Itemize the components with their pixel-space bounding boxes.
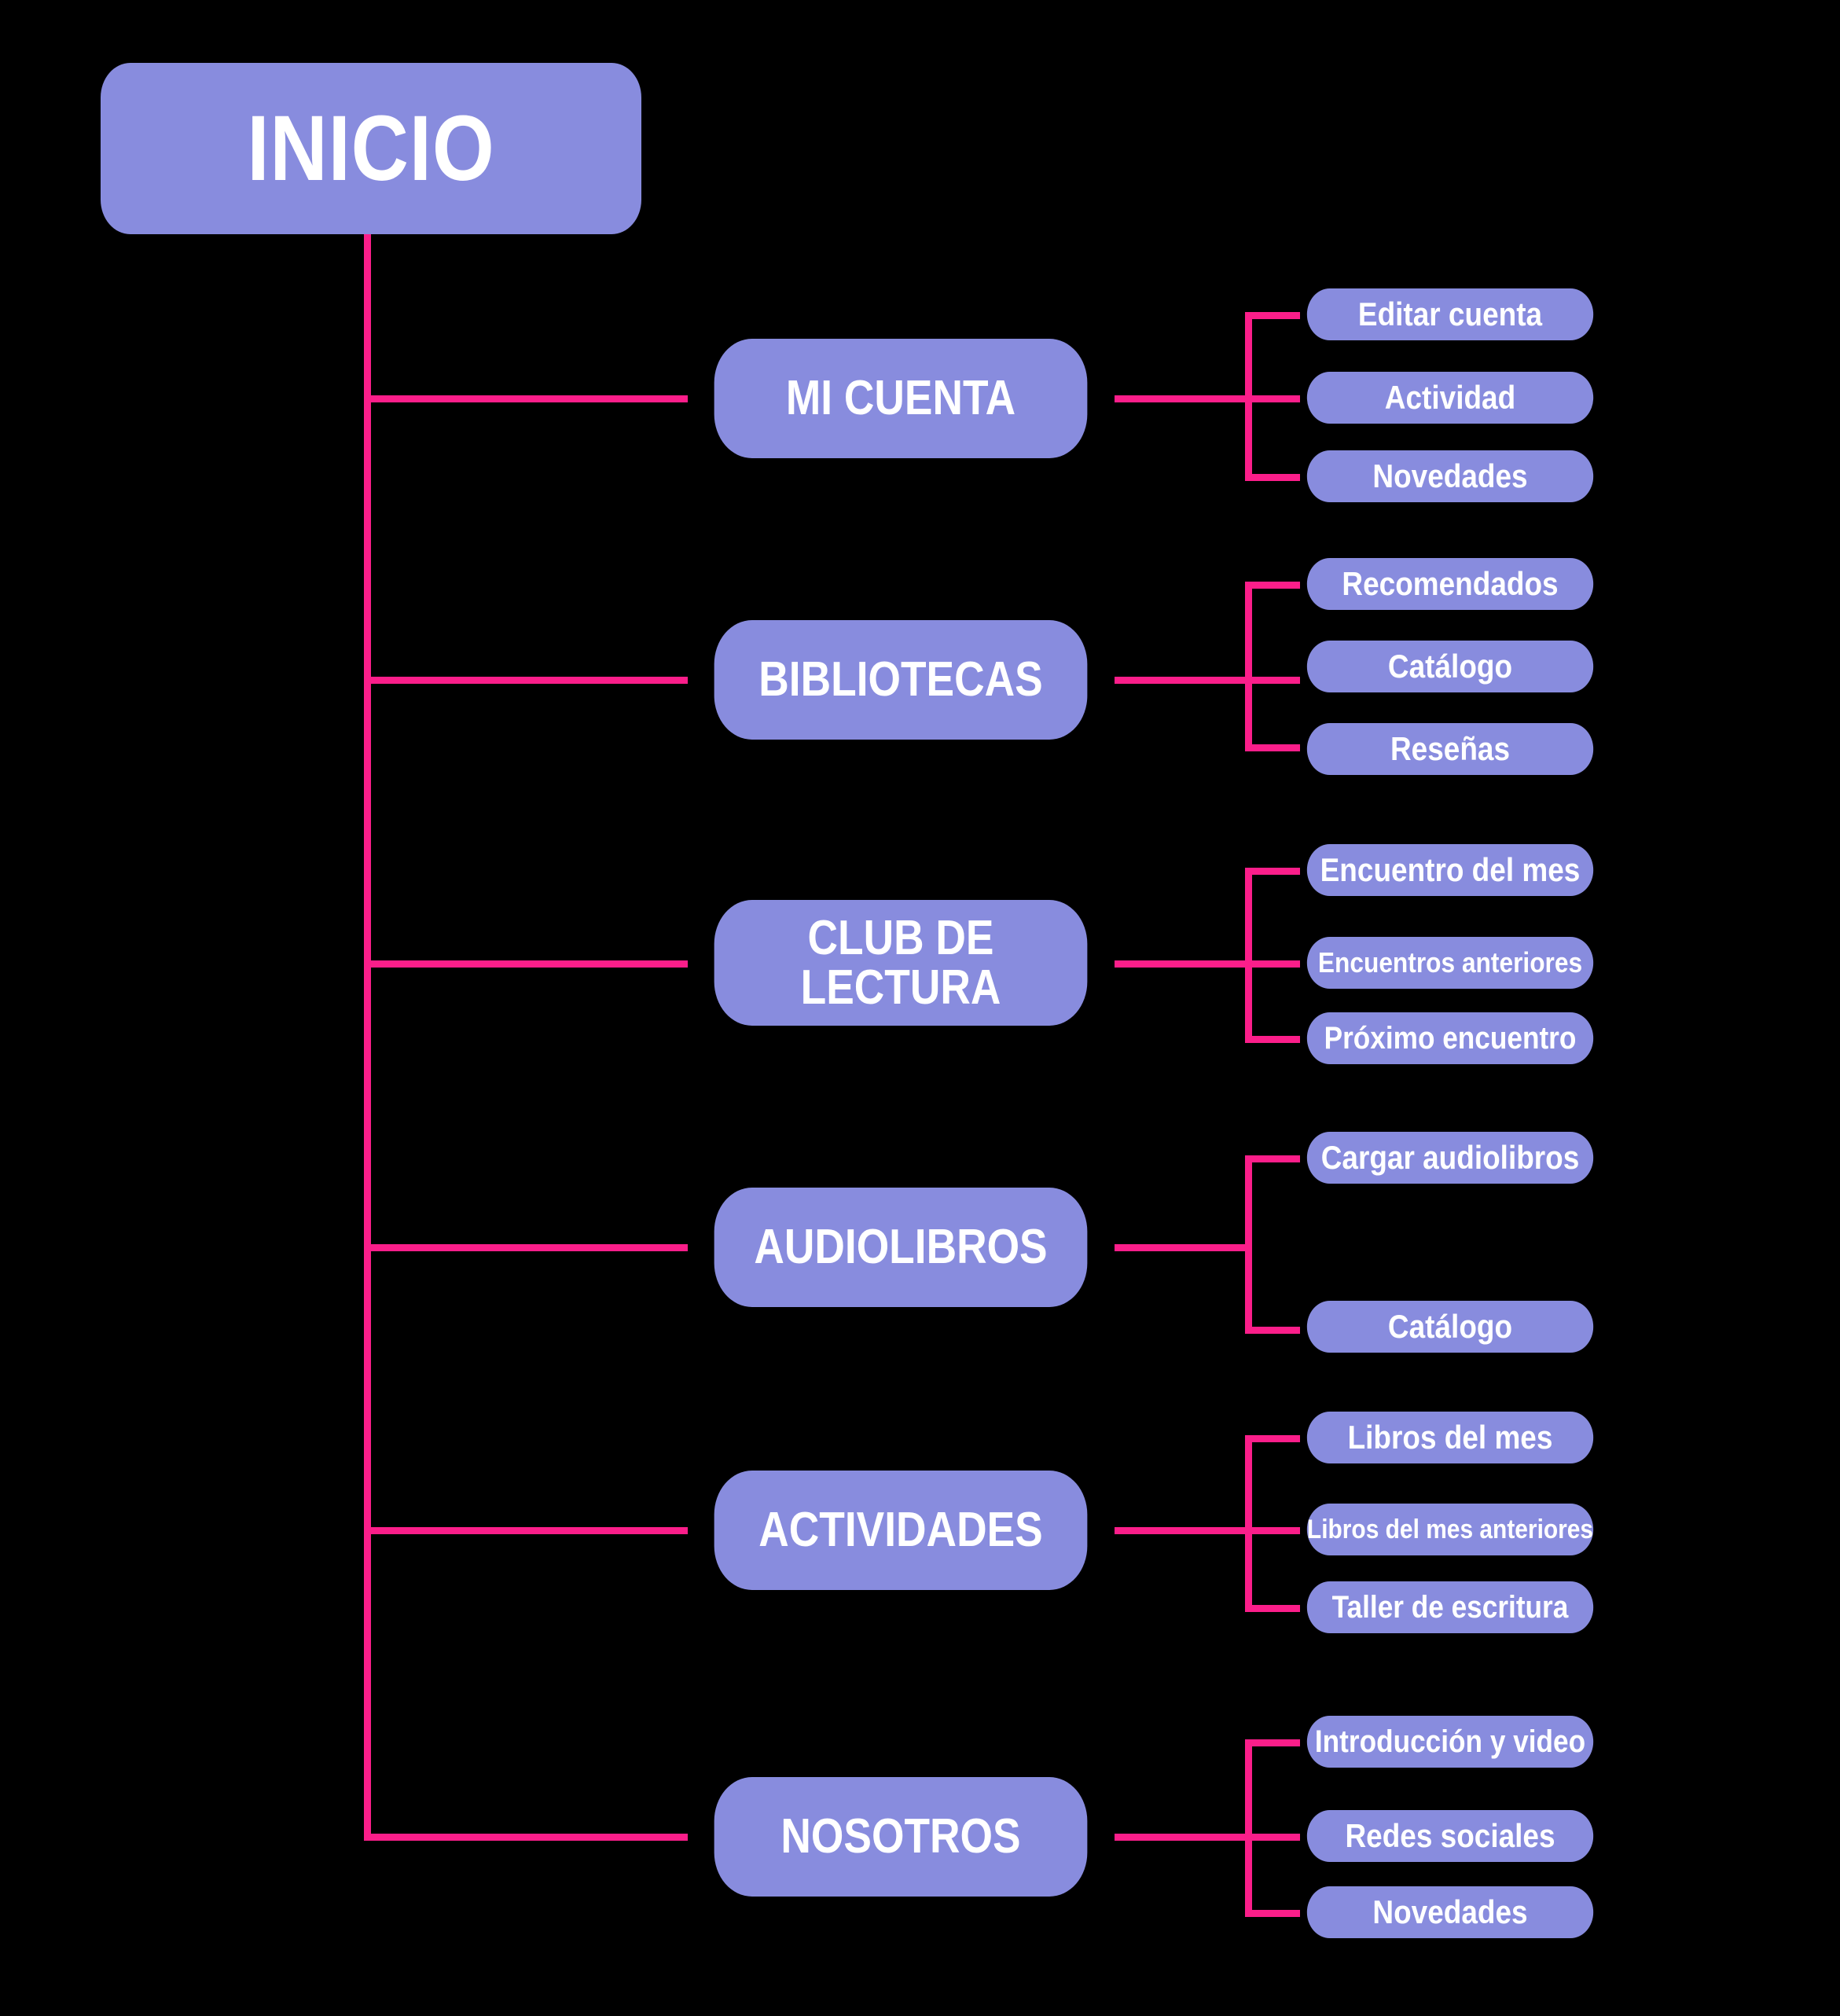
node-mi-cuenta[interactable]: MI CUENTA <box>714 339 1088 458</box>
node-inicio[interactable]: INICIO <box>101 63 641 234</box>
node-resenas[interactable]: Reseñas <box>1306 723 1594 775</box>
node-catalogo-audiolibros[interactable]: Catálogo <box>1306 1301 1594 1353</box>
connector-stem-to-novedades-nosotros <box>1245 1910 1300 1917</box>
connector-stem-to-libros-del-mes-anteriores <box>1245 1527 1300 1534</box>
connector-club-de-lectura-to-stem <box>1115 960 1252 968</box>
connector-root-to-club-de-lectura <box>364 960 688 968</box>
node-recomendados[interactable]: Recomendados <box>1306 558 1594 610</box>
connector-stem-to-proximo-encuentro <box>1245 1036 1300 1043</box>
connector-nosotros-to-stem <box>1115 1834 1252 1841</box>
node-cargar-audiolibros[interactable]: Cargar audiolibros <box>1306 1132 1594 1184</box>
connector-stem-to-libros-del-mes <box>1245 1435 1300 1442</box>
node-encuentros-anteriores[interactable]: Encuentros anteriores <box>1306 937 1594 989</box>
node-audiolibros[interactable]: AUDIOLIBROS <box>714 1188 1088 1307</box>
node-catalogo-biblioteca[interactable]: Catálogo <box>1306 641 1594 692</box>
connector-root-to-bibliotecas <box>364 677 688 684</box>
connector-stem-to-cargar-audiolibros <box>1245 1155 1300 1162</box>
node-introduccion-y-video[interactable]: Introducción y video <box>1306 1716 1594 1768</box>
connector-stem-to-redes-sociales <box>1245 1834 1300 1841</box>
connector-root-to-audiolibros <box>364 1244 688 1251</box>
connector-stem-to-resenas <box>1245 744 1300 751</box>
connector-root-to-mi-cuenta <box>364 395 688 402</box>
node-novedades-nosotros[interactable]: Novedades <box>1306 1886 1594 1938</box>
node-encuentro-del-mes[interactable]: Encuentro del mes <box>1306 844 1594 896</box>
node-libros-del-mes[interactable]: Libros del mes <box>1306 1412 1594 1463</box>
node-novedades-cuenta[interactable]: Novedades <box>1306 450 1594 502</box>
node-bibliotecas[interactable]: BIBLIOTECAS <box>714 620 1088 740</box>
connector-mi-cuenta-to-stem <box>1115 395 1252 402</box>
stem-actividades <box>1245 1435 1252 1611</box>
connector-actividades-to-stem <box>1115 1527 1252 1534</box>
node-taller-de-escritura[interactable]: Taller de escritura <box>1306 1581 1594 1633</box>
node-actividad[interactable]: Actividad <box>1306 372 1594 424</box>
connector-stem-to-catalogo-audiolibros <box>1245 1327 1300 1334</box>
node-redes-sociales[interactable]: Redes sociales <box>1306 1810 1594 1862</box>
connector-stem-to-encuentros-anteriores <box>1245 960 1300 968</box>
connector-stem-to-editar-cuenta <box>1245 312 1300 319</box>
node-nosotros[interactable]: NOSOTROS <box>714 1777 1088 1897</box>
connector-bibliotecas-to-stem <box>1115 677 1252 684</box>
node-libros-del-mes-anteriores[interactable]: Libros del mes anteriores <box>1306 1504 1594 1555</box>
stem-bibliotecas <box>1245 582 1252 751</box>
connector-stem-to-catalogo-biblioteca <box>1245 677 1300 684</box>
connector-stem-to-encuentro-del-mes <box>1245 868 1300 875</box>
node-proximo-encuentro[interactable]: Próximo encuentro <box>1306 1012 1594 1064</box>
connector-root-to-nosotros <box>364 1834 688 1841</box>
connector-stem-to-actividad <box>1245 395 1300 402</box>
stem-club-de-lectura <box>1245 868 1252 1042</box>
stem-audiolibros <box>1245 1155 1252 1333</box>
connector-audiolibros-to-stem <box>1115 1244 1252 1251</box>
node-club-de-lectura[interactable]: CLUB DE LECTURA <box>714 900 1088 1026</box>
node-actividades[interactable]: ACTIVIDADES <box>714 1471 1088 1590</box>
connector-stem-to-novedades-cuenta <box>1245 474 1300 481</box>
node-editar-cuenta[interactable]: Editar cuenta <box>1306 288 1594 340</box>
connector-root-to-actividades <box>364 1527 688 1534</box>
connector-stem-to-recomendados <box>1245 582 1300 589</box>
connector-stem-to-introduccion-y-video <box>1245 1739 1300 1746</box>
trunk-vertical-line <box>364 228 371 1841</box>
connector-stem-to-taller-de-escritura <box>1245 1605 1300 1612</box>
stem-nosotros <box>1245 1739 1252 1916</box>
